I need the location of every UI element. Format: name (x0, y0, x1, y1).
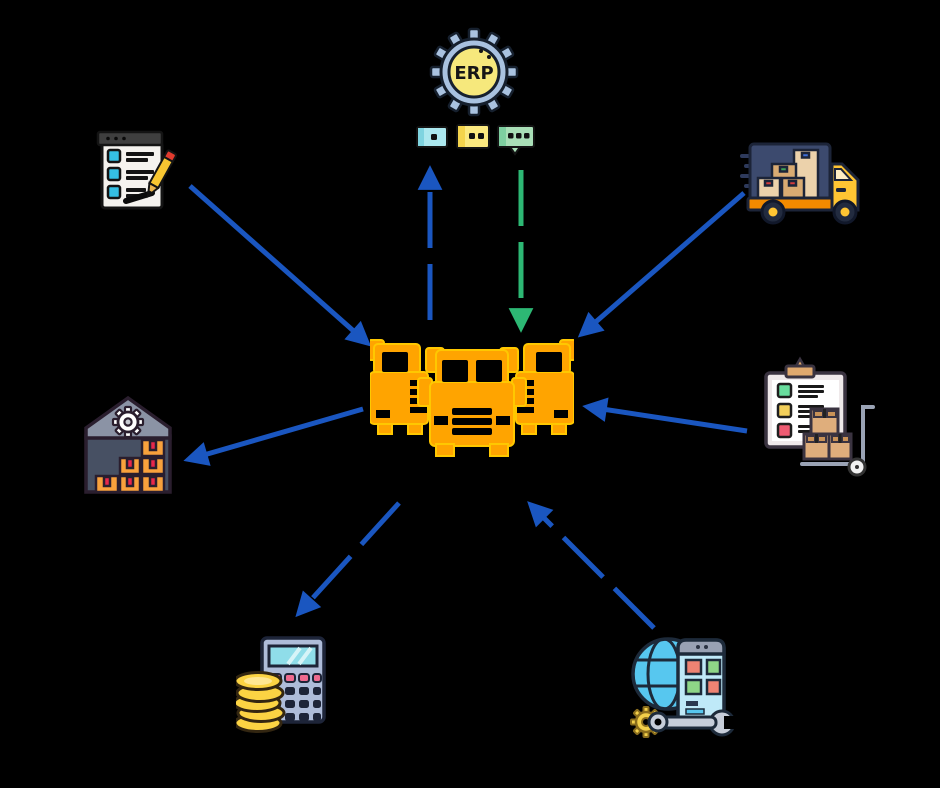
edge-service-to-fleet (527, 501, 656, 630)
edge-checklist-to-fleet (188, 184, 372, 347)
erp-dot (487, 55, 491, 59)
calculator-coins-icon (236, 636, 326, 733)
truck-cab (830, 162, 860, 212)
stacked-boxes (802, 407, 853, 461)
pencil (146, 149, 177, 199)
globe-app-wrench-icon (630, 637, 742, 738)
hand-trolley (800, 405, 875, 466)
yellow-chip (456, 124, 490, 149)
erp-gear-icon: ERP (429, 27, 519, 117)
edge-fleet-to-warehouse (183, 406, 364, 466)
warehouse-boxes (94, 438, 166, 494)
clipboard (764, 356, 847, 449)
wrench (647, 709, 742, 737)
fleet-truck-right (515, 339, 574, 435)
truck-fleet-icon (370, 339, 574, 457)
clipboard-boxes-trolley-icon (764, 356, 875, 477)
data-chips-icon (416, 124, 535, 156)
checklist-pencil-icon (96, 130, 177, 210)
checklist-header (96, 130, 164, 147)
fleet-truck-middle (417, 347, 527, 457)
warehouse-gear-icon (84, 395, 172, 494)
edge-fleet-to-calculator (295, 501, 401, 618)
calculator-screen (267, 644, 319, 668)
cyan-chip (416, 126, 448, 148)
green-chip (497, 125, 535, 156)
erp-label: ERP (454, 63, 493, 84)
wheels (760, 199, 858, 225)
edge-truck-to-fleet (577, 191, 746, 338)
cargo-boxes (756, 148, 820, 200)
coin-stack (236, 671, 286, 733)
warehouse-gear (111, 405, 145, 439)
edge-clipboard-to-fleet (582, 397, 748, 434)
checklist-rows (106, 148, 154, 200)
delivery-truck-icon (740, 142, 860, 225)
erp-dot (479, 49, 483, 53)
fleet-truck-left (370, 339, 429, 435)
gear-ring (429, 27, 519, 117)
flatbed (746, 196, 836, 212)
